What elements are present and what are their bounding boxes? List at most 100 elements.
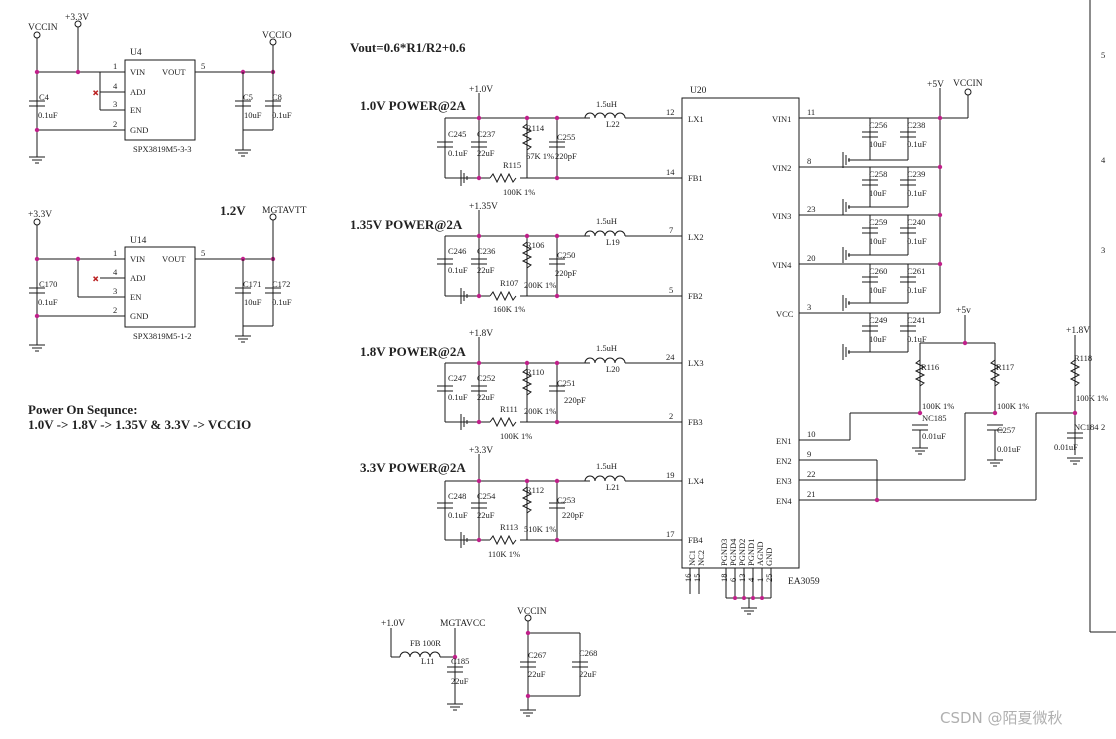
svg-text:VCC: VCC <box>776 309 794 319</box>
formula-heading: Vout=0.6*R1/R2+0.6 <box>350 40 466 55</box>
svg-text:VCCIN: VCCIN <box>953 79 983 89</box>
svg-text:C172: C172 <box>272 279 290 289</box>
svg-text:C260: C260 <box>869 266 887 276</box>
svg-text:3: 3 <box>807 302 811 312</box>
svg-text:NC1: NC1 <box>687 550 697 566</box>
svg-text:22uF: 22uF <box>528 669 546 679</box>
sequence-body: 1.0V -> 1.8V -> 1.35V & 3.3V -> VCCIO <box>28 417 251 432</box>
svg-text:0.1uF: 0.1uF <box>272 110 292 120</box>
svg-text:100K 1%: 100K 1% <box>500 431 532 441</box>
svg-text:+1.8V: +1.8V <box>1066 326 1090 336</box>
svg-text:+3.3V: +3.3V <box>28 210 52 220</box>
no-connect-icon: × <box>93 275 98 285</box>
svg-text:L20: L20 <box>606 364 620 374</box>
svg-text:VIN4: VIN4 <box>772 260 792 270</box>
svg-text:L21: L21 <box>606 482 620 492</box>
svg-text:22uF: 22uF <box>579 669 597 679</box>
svg-text:24: 24 <box>666 352 675 362</box>
svg-text:VOUT: VOUT <box>162 254 186 264</box>
svg-text:GND: GND <box>764 548 774 566</box>
svg-text:200K 1%: 200K 1% <box>524 406 556 416</box>
svg-text:10uF: 10uF <box>244 297 262 307</box>
svg-text:100K 1%: 100K 1% <box>997 401 1029 411</box>
rail1-heading: 1.0V POWER@2A <box>360 98 466 113</box>
svg-text:+1.0V: +1.0V <box>381 619 405 629</box>
svg-text:10uF: 10uF <box>869 236 887 246</box>
svg-text:NC185: NC185 <box>922 413 947 423</box>
svg-text:1: 1 <box>113 61 117 71</box>
watermark: CSDN @陌夏微秋 <box>940 709 1063 727</box>
svg-text:3: 3 <box>113 99 117 109</box>
c4-val: 0.1uF <box>38 110 58 120</box>
svg-text:1.5uH: 1.5uH <box>596 343 617 353</box>
svg-text:+1.0V: +1.0V <box>469 85 493 95</box>
svg-text:L22: L22 <box>606 119 620 129</box>
svg-text:2: 2 <box>113 305 117 315</box>
svg-text:C256: C256 <box>869 120 887 130</box>
svg-text:0.1uF: 0.1uF <box>272 297 292 307</box>
svg-text:FB1: FB1 <box>688 173 703 183</box>
svg-text:R118: R118 <box>1074 353 1092 363</box>
svg-text:C253: C253 <box>557 495 575 505</box>
svg-text:AGND: AGND <box>755 541 765 566</box>
svg-text:VIN1: VIN1 <box>772 114 791 124</box>
svg-text:C255: C255 <box>557 132 575 142</box>
svg-text:22: 22 <box>807 469 816 479</box>
border-mark: 2 <box>1101 422 1105 432</box>
svg-text:0.1uF: 0.1uF <box>38 297 58 307</box>
svg-text:10uF: 10uF <box>244 110 262 120</box>
svg-text:14: 14 <box>666 167 675 177</box>
svg-text:ADJ: ADJ <box>130 273 146 283</box>
svg-text:19: 19 <box>666 470 675 480</box>
svg-text:LX1: LX1 <box>688 114 704 124</box>
svg-text:R117: R117 <box>996 362 1014 372</box>
svg-text:GND: GND <box>130 311 148 321</box>
svg-text:C268: C268 <box>579 648 597 658</box>
svg-text:C236: C236 <box>477 246 495 256</box>
svg-text:220pF: 220pF <box>555 268 577 278</box>
svg-text:VIN: VIN <box>130 254 145 264</box>
svg-text:1.5uH: 1.5uH <box>596 461 617 471</box>
svg-text:22uF: 22uF <box>477 265 495 275</box>
svg-text:PGND1: PGND1 <box>746 539 756 566</box>
svg-text:EN4: EN4 <box>776 496 792 506</box>
svg-text:MGTAVTT: MGTAVTT <box>262 206 307 216</box>
svg-text:C248: C248 <box>448 491 466 501</box>
enable-network: +5v R116 100K 1% NC185 0.01uF R117 100K … <box>849 306 1108 503</box>
svg-text:C251: C251 <box>557 378 575 388</box>
svg-text:C241: C241 <box>907 315 925 325</box>
u4-part: SPX3819M5-3-3 <box>133 144 192 154</box>
svg-text:10uF: 10uF <box>869 334 887 344</box>
svg-text:0.1uF: 0.1uF <box>448 265 468 275</box>
svg-text:18: 18 <box>719 574 729 583</box>
svg-text:C238: C238 <box>907 120 925 130</box>
svg-text:16: 16 <box>683 574 693 583</box>
svg-text:0.01uF: 0.01uF <box>1054 442 1078 452</box>
svg-text:L11: L11 <box>421 656 434 666</box>
u14-part: SPX3819M5-1-2 <box>133 331 192 341</box>
svg-text:0.1uF: 0.1uF <box>448 148 468 158</box>
svg-text:C247: C247 <box>448 373 466 383</box>
svg-text:8: 8 <box>807 156 811 166</box>
svg-text:C237: C237 <box>477 129 495 139</box>
svg-text:C254: C254 <box>477 491 496 501</box>
svg-text:0.1uF: 0.1uF <box>907 139 927 149</box>
svg-text:0.1uF: 0.1uF <box>907 334 927 344</box>
svg-text:10uF: 10uF <box>869 188 887 198</box>
svg-text:FB2: FB2 <box>688 291 703 301</box>
u20-ref: U20 <box>690 86 707 96</box>
no-connect-icon: × <box>93 89 98 99</box>
svg-text:FB3: FB3 <box>688 417 703 427</box>
svg-text:FB4: FB4 <box>688 535 703 545</box>
svg-text:2: 2 <box>113 119 117 129</box>
svg-text:C246: C246 <box>448 246 466 256</box>
svg-text:21: 21 <box>807 489 816 499</box>
svg-text:17: 17 <box>666 529 675 539</box>
border-mark: 3 <box>1101 245 1105 255</box>
svg-text:VIN: VIN <box>130 67 145 77</box>
svg-text:5: 5 <box>201 61 205 71</box>
svg-text:GND: GND <box>130 125 148 135</box>
svg-text:C252: C252 <box>477 373 495 383</box>
sequence-title: Power On Sequnce: <box>28 402 138 417</box>
